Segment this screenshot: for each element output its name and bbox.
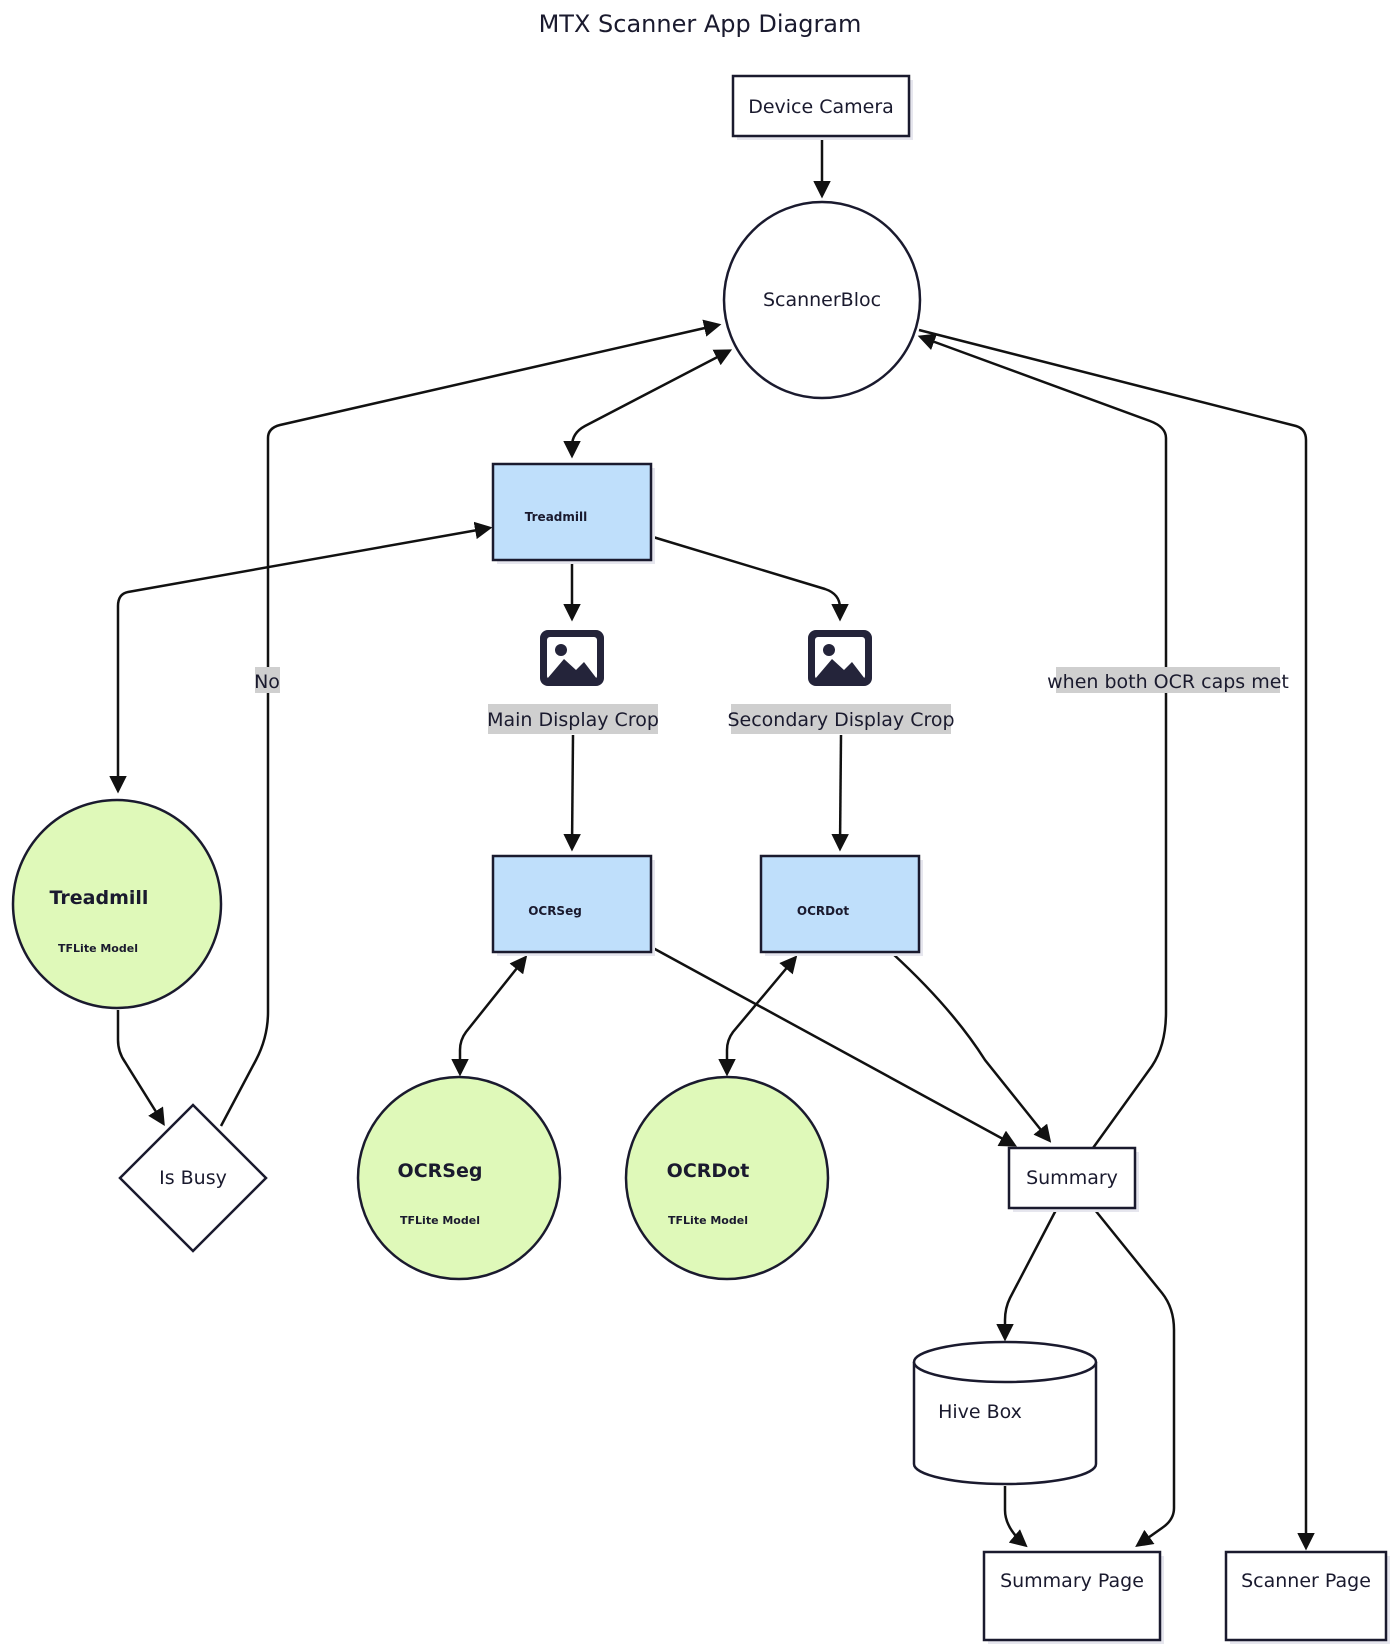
edge-treadmill-secondary-crop bbox=[652, 535, 849, 622]
svg-text:OCRDot: OCRDot bbox=[797, 904, 849, 918]
svg-text:Secondary Display Crop: Secondary Display Crop bbox=[727, 709, 954, 731]
edge-ocrdot-model bbox=[718, 955, 798, 1077]
svg-text:TFLite Model: TFLite Model bbox=[400, 1214, 480, 1227]
svg-text:No: No bbox=[254, 671, 280, 693]
edge-summary-hive bbox=[996, 1209, 1058, 1342]
edge-ocrseg-summary bbox=[652, 946, 1018, 1147]
svg-text:Hive Box: Hive Box bbox=[938, 1401, 1022, 1423]
svg-text:Main Display Crop: Main Display Crop bbox=[487, 709, 659, 731]
edge-main-crop-ocrseg bbox=[563, 734, 581, 852]
svg-text:when both OCR caps met: when both OCR caps met bbox=[1047, 671, 1289, 693]
edges bbox=[109, 137, 1315, 1551]
edge-summary-summary-page bbox=[1094, 1209, 1176, 1548]
node-device-camera: Device Camera bbox=[731, 74, 913, 140]
node-ocrdot-model: OCRDot TFLite Model bbox=[624, 1075, 830, 1281]
svg-text:Treadmill: Treadmill bbox=[525, 510, 587, 524]
node-treadmill-box: Treadmill bbox=[491, 462, 655, 564]
edge-ocrdot-summary bbox=[891, 952, 1052, 1143]
svg-text:ScannerBloc: ScannerBloc bbox=[763, 289, 881, 311]
edge-summary-to-bloc bbox=[917, 333, 1168, 1149]
node-scanner-page: Scanner Page bbox=[1224, 1550, 1390, 1644]
diagram-title: MTX Scanner App Diagram bbox=[539, 10, 862, 38]
svg-text:Summary: Summary bbox=[1026, 1167, 1118, 1189]
node-ocrseg-model: OCRSeg TFLite Model bbox=[356, 1075, 562, 1281]
node-main-display-crop: Main Display Crop bbox=[487, 630, 659, 734]
svg-text:Device Camera: Device Camera bbox=[748, 96, 894, 118]
node-treadmill-model: Treadmill TFLite Model bbox=[11, 798, 223, 1010]
edge-label-no: No bbox=[254, 667, 280, 693]
image-icon bbox=[808, 630, 872, 686]
svg-text:OCRSeg: OCRSeg bbox=[398, 1160, 483, 1182]
svg-text:Summary Page: Summary Page bbox=[1000, 1570, 1144, 1592]
edge-hive-summary-page bbox=[1003, 1486, 1028, 1548]
image-icon bbox=[540, 630, 604, 686]
node-secondary-display-crop: Secondary Display Crop bbox=[727, 630, 955, 734]
svg-text:OCRSeg: OCRSeg bbox=[528, 904, 582, 918]
svg-text:OCRDot: OCRDot bbox=[667, 1160, 750, 1182]
node-hive-box: Hive Box bbox=[912, 1340, 1098, 1486]
node-is-busy: Is Busy bbox=[118, 1103, 268, 1253]
edge-bloc-scanner-page bbox=[918, 328, 1315, 1551]
node-summary: Summary bbox=[1007, 1146, 1139, 1212]
edge-ocrseg-model bbox=[451, 955, 528, 1077]
edge-label-both-caps: when both OCR caps met bbox=[1047, 667, 1289, 693]
svg-text:Is Busy: Is Busy bbox=[159, 1167, 227, 1189]
edge-bloc-treadmill bbox=[563, 349, 733, 459]
node-summary-page: Summary Page bbox=[982, 1550, 1164, 1644]
node-ocrdot-box: OCRDot bbox=[759, 854, 923, 956]
edge-treadmill-model-isbusy bbox=[116, 1010, 165, 1126]
svg-text:TFLite Model: TFLite Model bbox=[668, 1214, 748, 1227]
edge-secondary-crop-ocrdot bbox=[831, 734, 849, 852]
svg-text:Treadmill: Treadmill bbox=[50, 887, 149, 909]
svg-text:TFLite Model: TFLite Model bbox=[58, 942, 138, 955]
node-ocrseg-box: OCRSeg bbox=[491, 854, 655, 956]
node-scanner-bloc: ScannerBloc bbox=[722, 200, 922, 400]
svg-text:Scanner Page: Scanner Page bbox=[1241, 1570, 1371, 1592]
edge-treadmill-model bbox=[109, 521, 493, 794]
